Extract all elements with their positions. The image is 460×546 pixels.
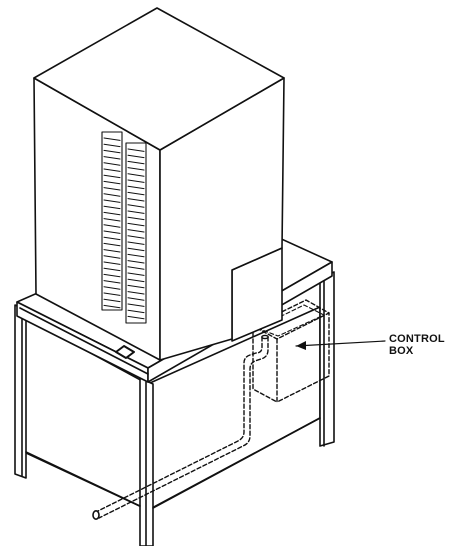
vent-slat bbox=[103, 149, 121, 154]
callout-label: CONTROL BOX bbox=[389, 333, 445, 357]
vent-slat bbox=[127, 216, 145, 221]
vent-slat bbox=[127, 210, 145, 214]
vent-slat bbox=[103, 156, 121, 160]
vent-slat bbox=[103, 199, 121, 203]
vent-slat bbox=[127, 160, 145, 165]
callout-leader bbox=[295, 340, 386, 347]
vent-slat bbox=[103, 137, 121, 141]
vent-slat bbox=[103, 255, 121, 259]
vent-slat bbox=[103, 180, 121, 185]
vent-slat bbox=[127, 148, 145, 152]
stand-logo-badge bbox=[115, 345, 135, 359]
ice-machine-head bbox=[33, 7, 285, 361]
vent-slat bbox=[103, 168, 121, 172]
conduit bbox=[95, 334, 269, 519]
vent-slat bbox=[103, 174, 121, 179]
vent-slat bbox=[127, 191, 145, 196]
vent-slat bbox=[103, 193, 121, 197]
vent-slat bbox=[103, 211, 121, 216]
vent-slat bbox=[103, 267, 121, 272]
vent-slat bbox=[103, 298, 121, 303]
vent-slat bbox=[103, 242, 121, 247]
stand-leg-right-back bbox=[319, 271, 335, 447]
vent-slat bbox=[127, 266, 145, 270]
vent-slat bbox=[103, 162, 121, 166]
vent-slat bbox=[103, 261, 121, 265]
vent-slat bbox=[103, 205, 121, 210]
vent-slat bbox=[127, 309, 145, 314]
vent-slat bbox=[103, 280, 121, 284]
vent-slat bbox=[127, 198, 145, 202]
vent-slat bbox=[127, 303, 145, 307]
vent-slat bbox=[103, 249, 121, 253]
conduit-end bbox=[92, 509, 100, 520]
vent-slat bbox=[127, 179, 145, 183]
vent-slat bbox=[127, 272, 145, 276]
vent-slat bbox=[103, 218, 121, 222]
vent-slat bbox=[127, 247, 145, 252]
vent-slat bbox=[127, 173, 145, 177]
vent-louvers bbox=[101, 131, 147, 324]
vent-slat bbox=[127, 315, 145, 320]
callout-line-2: BOX bbox=[389, 345, 414, 357]
vent-slat bbox=[127, 229, 145, 233]
vent-slat bbox=[103, 224, 121, 228]
vent-slat bbox=[127, 278, 145, 283]
vent-slat bbox=[103, 273, 121, 278]
vent-slat bbox=[103, 292, 121, 296]
vent-slat bbox=[103, 187, 121, 191]
callout-line-1: CONTROL bbox=[389, 333, 445, 345]
callout-arrowhead bbox=[296, 341, 306, 350]
head-top bbox=[33, 7, 285, 151]
vent-slat bbox=[103, 236, 121, 241]
vent-slat bbox=[103, 230, 121, 234]
vent-slat bbox=[127, 222, 145, 227]
stand-leg-left-front bbox=[14, 304, 27, 479]
vent-slat bbox=[127, 167, 145, 171]
vent-slat bbox=[127, 185, 145, 190]
vent-slat bbox=[103, 304, 121, 309]
vent-slat bbox=[127, 235, 145, 239]
vent-slat bbox=[127, 154, 145, 159]
vent-slat bbox=[127, 291, 145, 295]
vent-slat bbox=[127, 241, 145, 245]
vent-slat bbox=[127, 284, 145, 289]
vent-slat bbox=[127, 253, 145, 258]
vent-slat bbox=[127, 260, 145, 264]
vent-slat bbox=[103, 143, 121, 148]
vent-slat bbox=[127, 204, 145, 208]
vent-slat bbox=[103, 286, 121, 290]
vent-slat bbox=[127, 297, 145, 301]
